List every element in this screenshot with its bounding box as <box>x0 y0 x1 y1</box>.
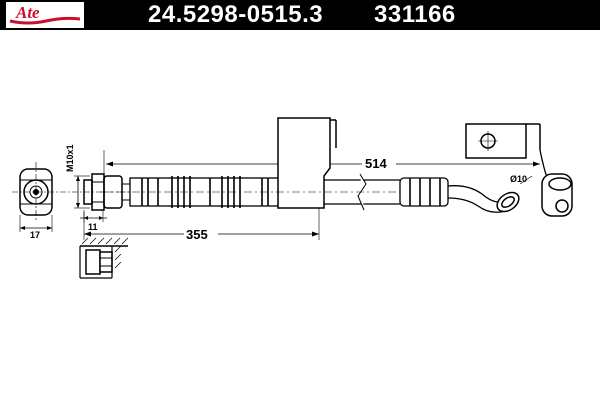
thread-length-label: 11 <box>88 222 98 232</box>
thread-dimension: M10x1 <box>65 144 90 209</box>
right-sleeve <box>399 177 449 207</box>
part-number: 24.5298-0515.3 <box>148 1 324 28</box>
title-bar: Ate 24.5298-0515.3 331166 <box>0 0 600 30</box>
eye-diameter-label: Ø10 <box>510 174 527 184</box>
hex-width-dimension: 17 <box>19 215 53 240</box>
end-view-fitting <box>12 162 60 222</box>
mounting-bracket <box>277 117 337 209</box>
hose-tube <box>100 173 400 211</box>
banjo-fitting <box>496 191 520 213</box>
ate-logo: Ate <box>6 2 84 28</box>
hex-width-label: 17 <box>30 230 40 240</box>
reference-number: 331166 <box>374 1 456 28</box>
tab-bracket <box>465 123 549 181</box>
thread-label: M10x1 <box>65 144 75 172</box>
technical-drawing: 17 M10x1 11 514 355 <box>12 117 573 279</box>
overall-length-label: 514 <box>365 156 387 171</box>
banjo-side-view <box>541 173 573 217</box>
fitting-length-dimension: 355 <box>83 205 320 242</box>
overall-length-dimension: 514 <box>103 150 540 176</box>
section-detail <box>79 237 129 279</box>
eye-diameter-dimension: Ø10 <box>510 174 533 185</box>
logo-text: Ate <box>15 3 40 22</box>
fitting-length-label: 355 <box>186 227 208 242</box>
